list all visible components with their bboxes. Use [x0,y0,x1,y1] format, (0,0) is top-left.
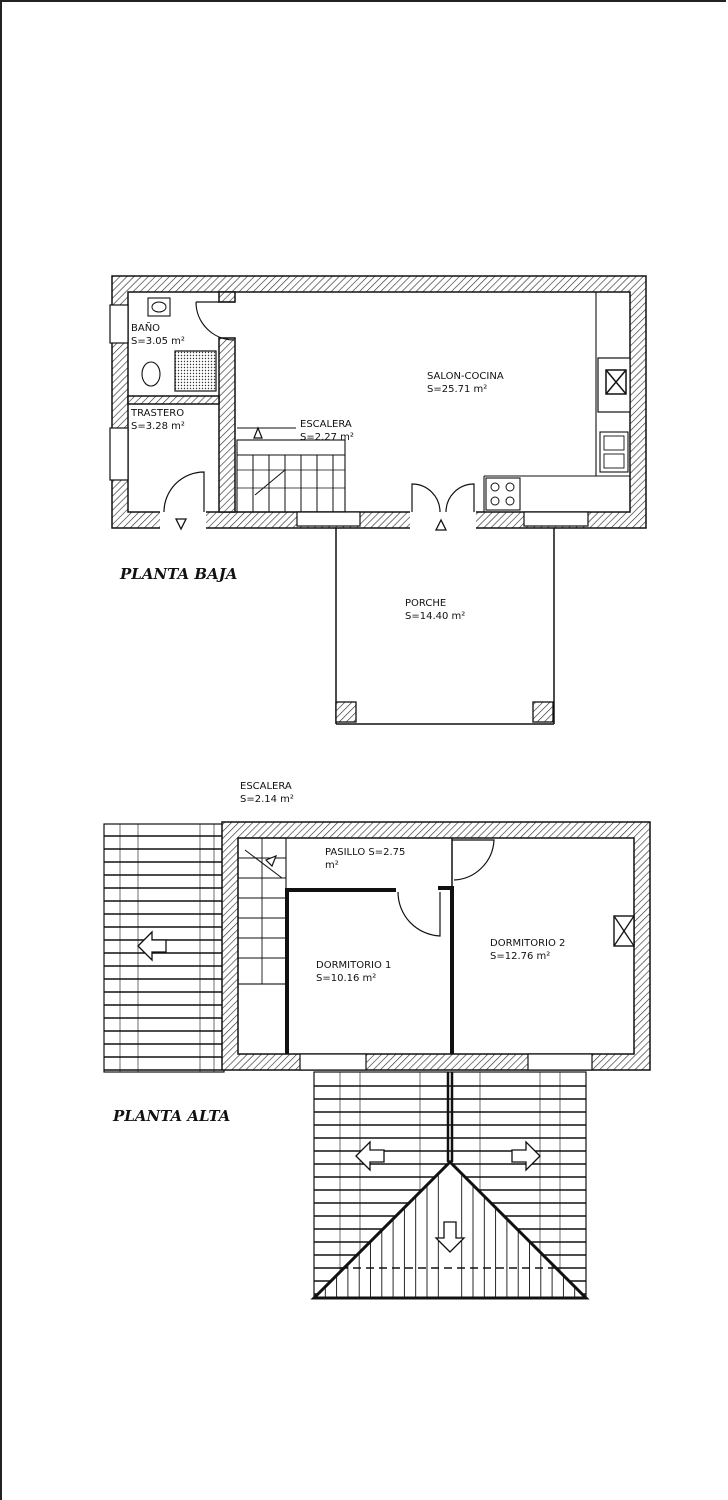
porch [335,528,555,725]
wall-partition-top [218,291,236,303]
stair-ground [236,426,346,513]
window-bano [109,304,129,344]
room-area-pasillo: m² [325,860,339,871]
door-main-left [411,483,441,513]
room-name-dormitorio2: DORMITORIO 2 [490,938,565,949]
door-dormitorio2 [452,839,495,881]
door-trastero [163,471,205,513]
door-main-right [445,483,475,513]
arrow-right-icon [511,1140,541,1172]
room-name-salon: SALON-COCINA [427,371,504,382]
stove-icon [485,477,521,511]
kitchen-counter [483,292,631,512]
shower-icon [174,350,217,392]
upper-floor-plan: ESCALERA S=2.14 m² [103,781,651,1300]
room-name-porche: PORCHE [405,598,446,609]
door-bano [195,301,235,341]
wall-dormitorio1-left [285,888,396,1054]
entrance-triangle-icon [174,518,188,531]
room-area-dormitorio2: S=12.76 m² [490,951,550,962]
porch-post-left [335,701,357,723]
ground-floor-plan: BAÑO S=3.05 m² TRASTERO S=3.28 m² ESCALE… [109,275,647,725]
room-name-bano: BAÑO [131,321,160,334]
window-upper-right [527,1053,593,1071]
room-area-trastero: S=3.28 m² [131,421,185,432]
stair-upper [237,837,287,985]
sink-icon [147,297,171,317]
opening-main-door [410,510,476,530]
plan-title-upper: PLANTA ALTA [112,1107,230,1125]
roof-front [310,1071,590,1300]
room-area-salon: S=25.71 m² [427,384,487,395]
room-name-trastero: TRASTERO [130,408,184,419]
room-area-escalera-alta: S=2.14 m² [240,794,294,805]
porch-post-right [532,701,554,723]
arrow-left-icon [355,1140,385,1172]
window-trastero [109,427,129,481]
room-name-pasillo: PASILLO S=2.75 [325,847,405,858]
sink-icon [599,431,629,473]
room-name-dormitorio1: DORMITORIO 1 [316,960,391,971]
door-dormitorio1 [397,891,441,937]
roof-left [103,823,225,1073]
window-upper-left [299,1053,367,1071]
room-name-escalera-alta: ESCALERA [240,781,292,792]
wall-partition-vertical [218,337,236,513]
plan-title-ground: PLANTA BAJA [119,565,237,583]
wall-bath-divider [127,395,220,405]
room-area-dormitorio1: S=10.16 m² [316,973,376,984]
arrow-left-icon [137,930,167,962]
arrow-down-icon [434,1221,466,1253]
window-front-right [523,511,589,527]
room-area-escalera-baja: S=2.27 m² [300,432,354,443]
entrance-triangle-icon [434,518,448,531]
room-area-bano: S=3.05 m² [131,336,185,347]
window-front-left [296,511,361,527]
room-name-escalera-baja: ESCALERA [300,419,352,430]
room-area-porche: S=14.40 m² [405,611,465,622]
toilet-icon [141,361,161,387]
